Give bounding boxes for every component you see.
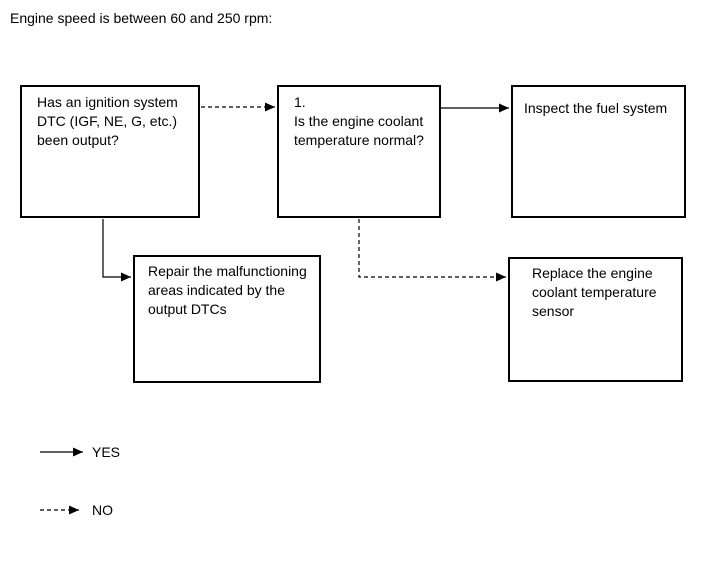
legend-yes-label: YES: [92, 444, 121, 460]
page-title: Engine speed is between 60 and 250 rpm:: [10, 10, 273, 26]
arrow-yes-ignition-to-repair-icon: [102, 219, 131, 282]
flow-box-replace-coolant-sensor: Replace the engine coolant temperature s…: [508, 257, 683, 382]
flow-box-coolant-temperature-question: 1. Is the engine coolant temperature nor…: [277, 85, 441, 218]
legend-no-label: NO: [92, 502, 113, 518]
arrow-no-coolant-to-sensor-icon: [358, 219, 506, 282]
flow-box-inspect-fuel-system: Inspect the fuel system: [511, 85, 686, 218]
flow-box-ignition-dtc-question: Has an ignition system DTC (IGF, NE, G, …: [20, 85, 200, 218]
flow-box-repair-output-dtcs: Repair the malfunctioning areas indicate…: [133, 255, 321, 383]
